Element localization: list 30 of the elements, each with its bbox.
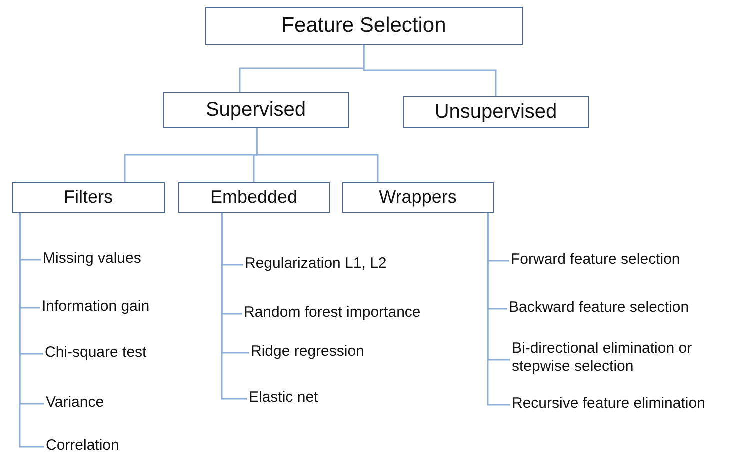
connector-line: [19, 213, 44, 448]
connector-line: [487, 213, 510, 406]
category-label: Unsupervised: [434, 100, 558, 124]
method-label: Elastic net: [249, 389, 320, 407]
category-label: Filters: [64, 187, 113, 208]
category-box: [12, 182, 165, 213]
connector-line: [256, 128, 379, 182]
method-label: Regularization L1, L2: [245, 255, 388, 273]
category-box: [163, 92, 349, 128]
method-label: Ridge regression: [251, 343, 366, 361]
method-label: Missing values: [43, 250, 142, 268]
category-label: Feature Selection: [282, 14, 446, 38]
method-label: Variance: [46, 394, 106, 412]
category-box: [178, 182, 330, 213]
method-label: Random forest importance: [244, 304, 422, 322]
method-label: Correlation: [46, 437, 120, 455]
method-label: Backward feature selection: [509, 299, 690, 317]
category-box: [342, 182, 494, 213]
method-label: Forward feature selection: [511, 251, 682, 269]
category-box: [403, 96, 589, 128]
method-label: Chi-square test: [45, 344, 148, 362]
category-label: Supervised: [206, 98, 306, 122]
method-label: Recursive feature elimination: [512, 395, 706, 413]
connector-line: [221, 213, 247, 400]
category-box: [205, 7, 523, 45]
connector-line: [363, 45, 497, 96]
method-label: Bi-directional elimination or stepwise selection: [512, 340, 694, 376]
category-label: Embedded: [210, 187, 298, 208]
category-label: Wrappers: [379, 187, 457, 208]
method-label: Information gain: [42, 298, 151, 316]
